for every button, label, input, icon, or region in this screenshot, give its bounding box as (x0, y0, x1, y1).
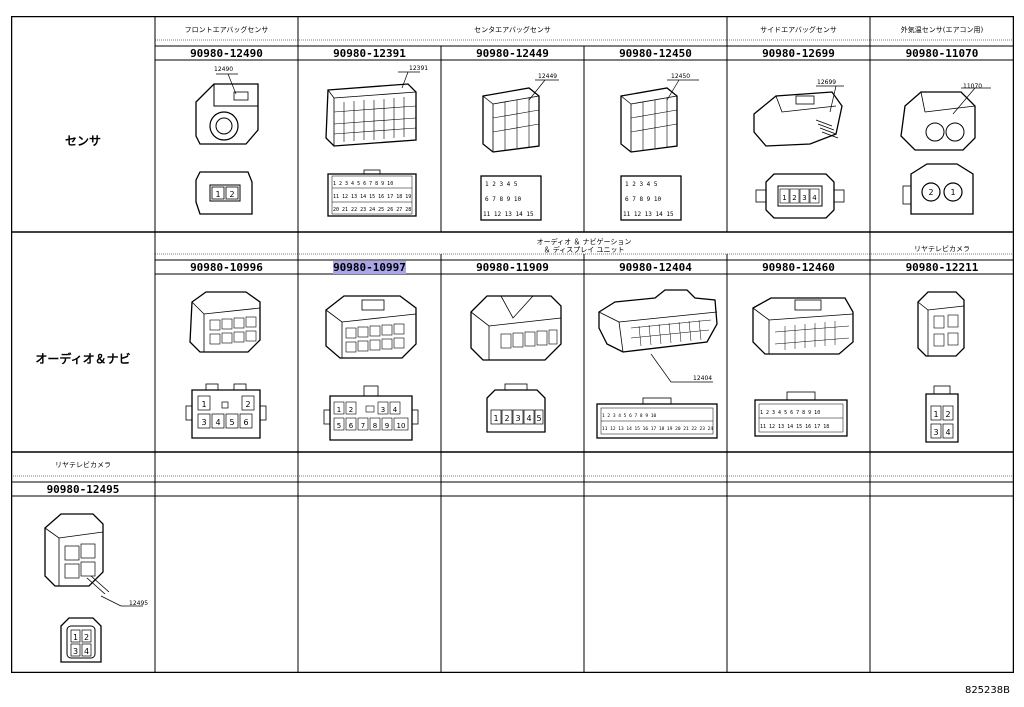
connector-10997-drawing: 1 2 3 4 5 6 7 8 9 10 (323, 295, 419, 441)
part-number: 90980-12460 (762, 261, 835, 274)
pin-label: 2 (792, 194, 796, 202)
svg-text:11 12 13 14 15 16 17 18: 11 12 13 14 15 16 17 18 (760, 424, 829, 430)
pin-label: 3 (201, 418, 206, 427)
connector-12391-drawing: 1 2 3 4 5 6 7 8 9 10 11 12 13 14 15 16 1… (325, 71, 420, 217)
pin-label: 3 (933, 428, 938, 437)
row-label-sensor: センサ (64, 134, 101, 148)
footer-code: 825238B (964, 685, 1010, 696)
category-audio-nav-line1: オーディオ ＆ ナビゲーション (536, 238, 632, 246)
pin-label: 2 (928, 188, 933, 197)
svg-text:1 2 3 4 5: 1 2 3 4 5 (485, 181, 518, 188)
highlighted-part-number[interactable]: 90980-10997 (333, 261, 406, 274)
pin-label: 1 (933, 410, 938, 419)
svg-text:11 12 13 14 15 16 17 18 19 20: 11 12 13 14 15 16 17 18 19 20 21 22 23 2… (602, 426, 713, 432)
part-number: 90980-12495 (46, 483, 120, 496)
connector-11070-drawing: 2 1 (900, 87, 991, 215)
pin-label: 2 (945, 410, 950, 419)
category-front-airbag: フロントエアバッグセンサ (184, 26, 269, 34)
svg-text:1 2 3 4 5 6 7 8 9 10: 1 2 3 4 5 6 7 8 9 10 (760, 410, 820, 416)
callout-label: 12404 (693, 375, 713, 382)
pin-label: 5 (229, 418, 234, 427)
part-number: 90980-12490 (190, 47, 263, 60)
pin-label: 10 (397, 422, 406, 430)
connector-12450-drawing: 1 2 3 4 5 6 7 8 9 10 11 12 13 14 15 (620, 79, 699, 221)
pin-label: 3 (802, 194, 806, 202)
pin-label: 5 (536, 414, 541, 423)
callout-label: 12449 (538, 73, 558, 80)
category-audio-nav-line2: ＆ ディスプレイ ユニット (543, 246, 625, 254)
pin-label: 4 (393, 406, 398, 414)
pin-label: 1 (782, 194, 786, 202)
pin-label: 4 (215, 418, 220, 427)
svg-text:6 7 8 9 10: 6 7 8 9 10 (485, 196, 522, 203)
pin-label: 3 (381, 406, 385, 414)
connector-10996-drawing: 1 2 3 4 5 6 (185, 291, 267, 439)
pin-label: 1 (201, 400, 206, 409)
pin-label: 6 (243, 418, 248, 427)
pin-label: 2 (245, 400, 250, 409)
connector-12211-drawing: 1 2 3 4 (917, 291, 965, 443)
pin-label: 3 (515, 414, 520, 423)
svg-text:11 12 13 14 15: 11 12 13 14 15 (483, 211, 534, 218)
connector-12699-drawing: 1 2 3 4 (753, 85, 845, 219)
pin-label: 1 (950, 188, 955, 197)
row-label-rear-camera: リヤテレビカメラ (55, 461, 111, 469)
pin-label: 4 (526, 414, 531, 423)
connector-11909-drawing: 1 2 3 4 5 (470, 295, 562, 433)
connector-table: センサ オーディオ＆ナビ リヤテレビカメラ フロントエアバッグセンサ センタエア… (11, 16, 1014, 673)
connector-12449-drawing: 1 2 3 4 5 6 7 8 9 10 11 12 13 14 15 (480, 79, 559, 221)
svg-text:1 2 3 4 5 6 7 8 9 10: 1 2 3 4 5 6 7 8 9 10 (602, 413, 656, 419)
part-number: 90980-12211 (905, 261, 979, 274)
part-number: 90980-12699 (762, 47, 835, 60)
part-number: 90980-12450 (619, 47, 692, 60)
pin-label: 5 (337, 422, 341, 430)
connector-12404-drawing: 1 2 3 4 5 6 7 8 9 10 11 12 13 14 15 16 1… (596, 289, 718, 439)
pin-label: 1 (493, 414, 498, 423)
pin-label: 6 (349, 422, 354, 430)
svg-text:11 12 13 14 15: 11 12 13 14 15 (623, 211, 674, 218)
pin-label: 4 (84, 647, 89, 656)
pin-label: 7 (361, 422, 365, 430)
callout-label: 11070 (963, 83, 983, 90)
category-audio-nav: オーディオ ＆ ナビゲーション ＆ ディスプレイ ユニット (298, 238, 870, 254)
svg-text:1 2 3 4 5 6 7 8 9 10: 1 2 3 4 5 6 7 8 9 10 (333, 181, 393, 187)
part-number-highlighted: 90980-10997 (298, 261, 441, 274)
callout-label: 12495 (129, 600, 149, 607)
part-number: 90980-12404 (619, 261, 692, 274)
connector-12495-drawing: 1 2 3 4 (44, 513, 143, 663)
pin-label: 2 (229, 190, 234, 199)
pin-label: 2 (504, 414, 509, 423)
pin-label: 1 (73, 633, 78, 642)
part-number: 90980-12449 (476, 47, 549, 60)
pin-label: 4 (812, 194, 817, 202)
part-number: 90980-11909 (476, 261, 549, 274)
pin-label: 8 (373, 422, 377, 430)
category-rear-camera: リヤテレビカメラ (914, 245, 970, 253)
pin-label: 9 (385, 422, 389, 430)
callout-label: 12391 (409, 65, 429, 72)
callout-label: 12490 (214, 66, 234, 73)
pin-label: 3 (73, 647, 78, 656)
svg-text:11 12 13 14 15 16 17 18 19: 11 12 13 14 15 16 17 18 19 (333, 194, 411, 200)
pin-label: 2 (84, 633, 89, 642)
row-label-audio-nav: オーディオ＆ナビ (35, 352, 131, 366)
connector-12490-drawing: 1 2 (195, 73, 259, 215)
pin-label: 2 (349, 406, 353, 414)
category-center-airbag: センタエアバッグセンサ (474, 26, 551, 34)
callout-label: 12699 (817, 79, 837, 86)
category-outside-temp: 外気温センサ(エアコン用) (900, 26, 984, 34)
pin-label: 4 (945, 428, 950, 437)
callout-label: 12450 (671, 73, 691, 80)
svg-text:1 2 3 4 5: 1 2 3 4 5 (625, 181, 658, 188)
part-number: 90980-11070 (905, 47, 979, 60)
pin-label: 1 (215, 190, 220, 199)
part-number: 90980-12391 (333, 47, 406, 60)
pin-label: 1 (337, 406, 341, 414)
table-grid (11, 16, 1014, 673)
part-number: 90980-10996 (190, 261, 263, 274)
svg-text:20 21 22 23 24 25 26 27 28: 20 21 22 23 24 25 26 27 28 (333, 207, 411, 213)
category-side-airbag: サイドエアバッグセンサ (760, 26, 837, 34)
svg-text:6 7 8 9 10: 6 7 8 9 10 (625, 196, 662, 203)
connector-12460-drawing: 1 2 3 4 5 6 7 8 9 10 11 12 13 14 15 16 1… (752, 297, 854, 437)
